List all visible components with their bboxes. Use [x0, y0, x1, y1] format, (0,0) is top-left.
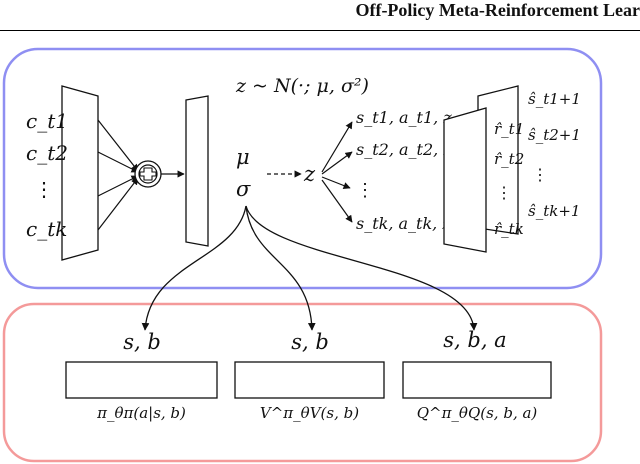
context-c1: c_t1 — [26, 109, 68, 133]
z-to-inputs-arrows — [321, 121, 353, 223]
latent-z-label: z — [303, 162, 316, 186]
header-rule — [0, 30, 640, 31]
encoder-to-aggregator-lines — [97, 119, 139, 231]
value-input-label: s, b — [291, 330, 329, 354]
policy-label: π_θπ(a|s, b) — [97, 404, 186, 422]
state-output-1: ŝ_t1+1 — [528, 90, 581, 108]
value-label: V^π_θV(s, b) — [259, 404, 360, 422]
reward-decoder — [443, 107, 487, 253]
reward-output-2: r̂_t2 — [494, 150, 524, 168]
latent-distribution-label: z ~ N(·; μ, σ²) — [235, 75, 369, 97]
state-output-2: ŝ_t2+1 — [528, 126, 581, 144]
reward-output-k: r̂_tk — [494, 220, 524, 238]
q-network-box — [402, 361, 552, 399]
policy-input-label: s, b — [123, 330, 161, 354]
running-header-title: Off-Policy Meta-Reinforcement Lear — [355, 0, 640, 20]
inference-box — [2, 47, 603, 290]
state-output-k: ŝ_tk+1 — [528, 202, 580, 220]
decoder-input-2: s_t2, a_t2, z — [356, 140, 452, 159]
context-encoder — [61, 85, 99, 261]
value-network-box — [234, 361, 385, 399]
state-output-dots: ⋮ — [532, 165, 548, 184]
reward-output-1: r̂_t1 — [494, 120, 524, 138]
reward-output-dots: ⋮ — [496, 183, 512, 202]
mu-label: μ — [236, 145, 250, 169]
latent-to-heads-arrows — [141, 205, 478, 331]
context-c2: c_t2 — [26, 141, 68, 165]
posterior-encoder — [185, 95, 209, 247]
decoder-input-1: s_t1, a_t1, z — [356, 108, 452, 127]
decoder-input-k: s_tk, a_tk, z — [356, 214, 451, 233]
q-label: Q^π_θQ(s, b, a) — [416, 404, 538, 422]
context-ck: c_tk — [26, 217, 67, 241]
actor-critic-box — [2, 302, 603, 463]
product-aggregator — [134, 160, 162, 188]
sigma-label: σ — [236, 177, 251, 201]
q-input-label: s, b, a — [443, 328, 507, 352]
policy-network-box — [65, 361, 218, 399]
decoder-input-dots: ⋮ — [356, 180, 374, 201]
context-dots: ⋮ — [34, 177, 54, 201]
